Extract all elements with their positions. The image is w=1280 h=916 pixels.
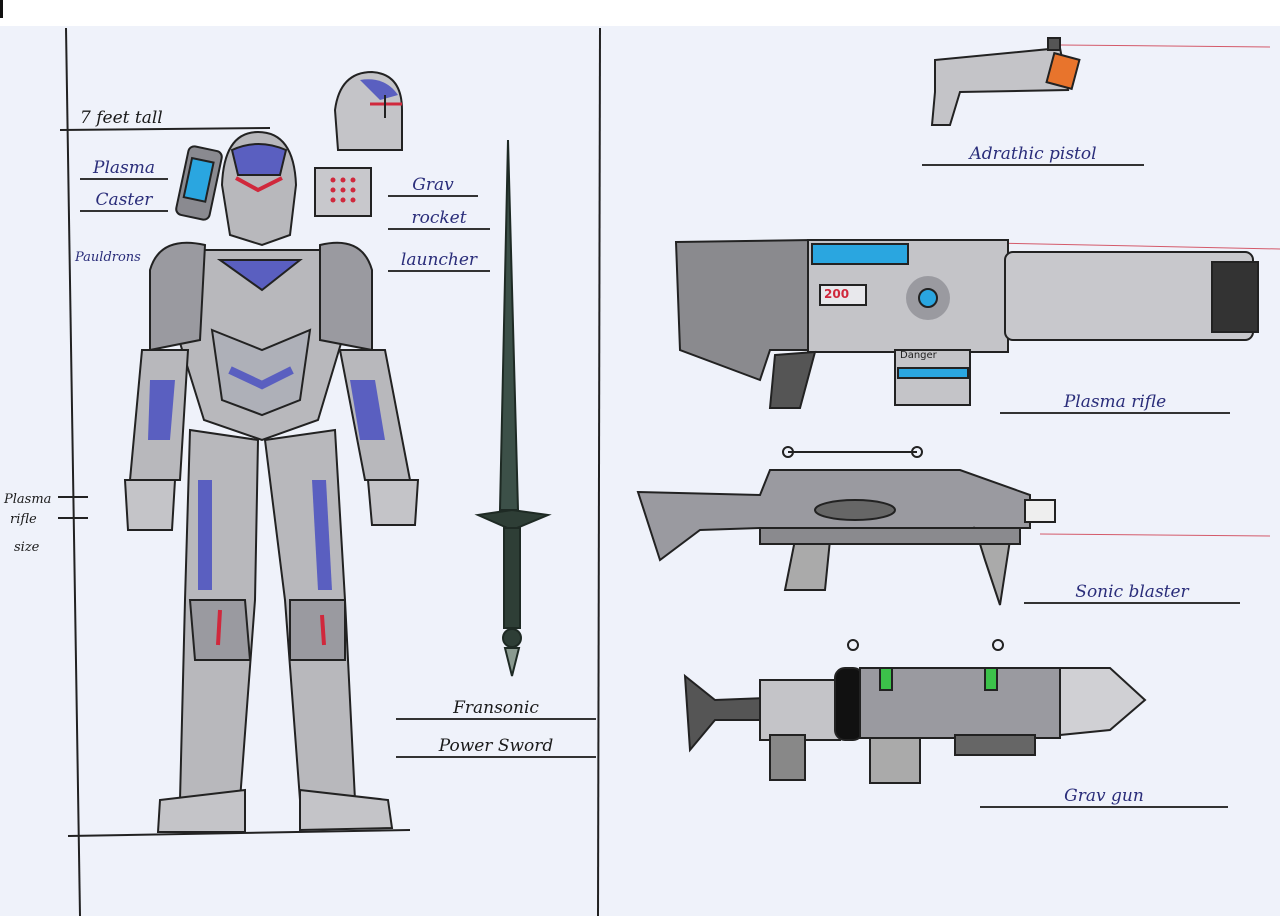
grav-launcher-label-line3: launcher (388, 250, 490, 272)
rifle-size-label-line1: Plasma (4, 492, 52, 507)
grav-gun-label: Grav gun (980, 786, 1228, 808)
height-top-line (59, 127, 271, 131)
red-guide (989, 242, 1280, 250)
scan-top-margin (0, 0, 1280, 26)
sonic-blaster-label: Sonic blaster (1024, 582, 1240, 604)
plasma-rifle-drawing (674, 238, 1259, 409)
plasma-rifle-label: Plasma rifle (1000, 392, 1230, 414)
rifle-ammo-counter: 200 (824, 287, 850, 301)
height-axis-line (65, 27, 81, 916)
grav-launcher-label-line1: Grav (388, 175, 478, 197)
height-note: 7 feet tall (80, 108, 163, 128)
rifle-size-label-line3: size (14, 540, 40, 555)
scan-mark (0, 0, 3, 18)
grav-launcher-label-line2: rocket (388, 208, 490, 230)
page-divider (597, 27, 601, 916)
pauldrons-label: Pauldrons (75, 250, 141, 265)
rifle-size-label-line2: rifle (10, 512, 37, 527)
helmet-side-view (333, 70, 403, 151)
grav-gun-drawing (683, 639, 1147, 784)
rifle-danger-tag: Danger (900, 350, 937, 361)
plasma-caster-label-line2: Caster (80, 190, 168, 212)
adrathic-pistol-drawing (930, 37, 1081, 126)
red-guide (1059, 44, 1271, 48)
sword-label-line1: Fransonic (396, 698, 596, 720)
power-sword (474, 139, 552, 677)
pistol-label: Adrathic pistol (922, 144, 1144, 166)
sonic-blaster-drawing (636, 446, 1056, 606)
plasma-caster-label-line1: Plasma (80, 158, 168, 180)
red-guide (1039, 533, 1271, 537)
armor-figure (123, 130, 420, 833)
sword-label-line2: Power Sword (396, 736, 596, 758)
